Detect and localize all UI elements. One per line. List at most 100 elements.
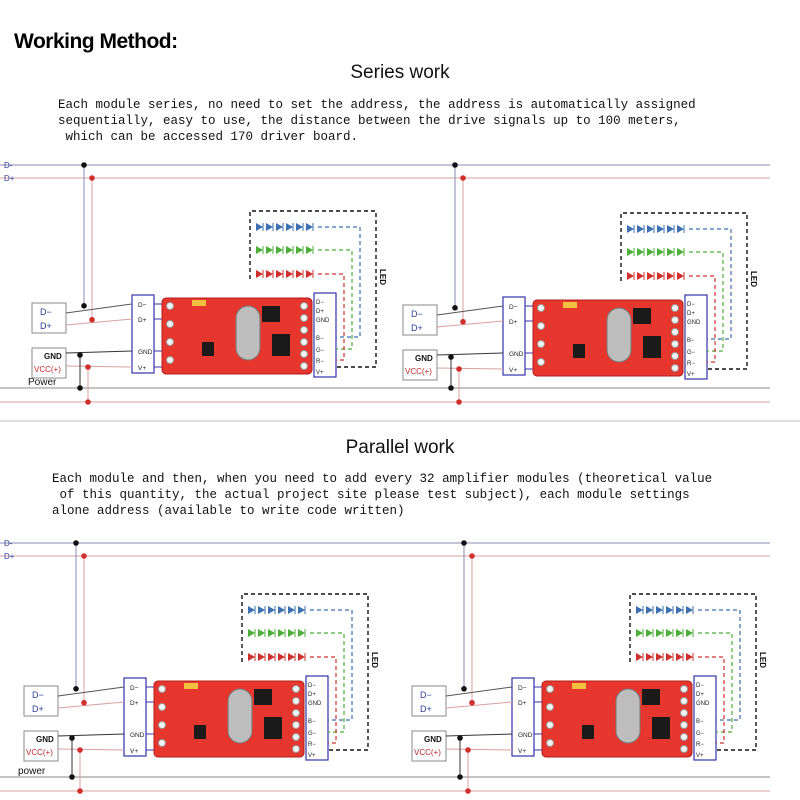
led-red-5	[306, 270, 313, 278]
output-pin-bottom-label-2: R−	[316, 359, 324, 365]
pcb-right-pad-3	[292, 721, 300, 729]
pcb-led-indicator	[184, 683, 198, 689]
input-terminal-box	[411, 685, 447, 717]
pcb-left-pad-3	[546, 739, 554, 747]
bus-label-dminus: D-	[4, 161, 13, 170]
input-terminal-box	[31, 302, 67, 334]
input-box-label-dplus: D+	[411, 323, 423, 333]
led-green-5	[686, 629, 693, 637]
pcb-left-pad-2	[546, 721, 554, 729]
power-box-label-gnd: GND	[415, 354, 433, 363]
output-pin-bottom-label-3: V+	[316, 370, 324, 376]
vcc-junction-bottom-1	[456, 399, 462, 405]
led-green-3	[657, 248, 664, 256]
led-strip-outline	[629, 593, 757, 751]
pcb-right-pad-2	[680, 709, 688, 717]
led-red-0	[248, 653, 255, 661]
pcb-left-pad-3	[158, 739, 166, 747]
led-red-1	[266, 270, 273, 278]
pcb-left-pad-0	[158, 685, 166, 693]
pcb-led-indicator	[572, 683, 586, 689]
led-red-2	[647, 272, 654, 280]
pcb-right-pad-4	[671, 352, 679, 360]
pcb-left-pad-0	[546, 685, 554, 693]
output-pin-top-label-2: GND	[687, 320, 701, 326]
bus-junction-dplus-0	[89, 175, 95, 181]
led-blue-3	[286, 223, 293, 231]
led-label: LED	[749, 271, 758, 287]
led-green-4	[296, 246, 303, 254]
led-green-3	[666, 629, 673, 637]
pcb-left-pad-0	[537, 304, 545, 312]
led-label: LED	[370, 652, 379, 668]
output-pin-strip	[693, 675, 717, 761]
led-green-2	[656, 629, 663, 637]
led-blue-1	[646, 606, 653, 614]
led-blue-0	[627, 225, 634, 233]
led-strip-outline	[620, 212, 748, 370]
led-green-1	[258, 629, 265, 637]
output-pin-strip	[684, 294, 708, 380]
led-blue-2	[268, 606, 275, 614]
output-pin-bottom-label-1: G−	[687, 350, 696, 356]
input-junction-dplus-1	[469, 699, 475, 706]
pcb-right-pad-0	[671, 304, 679, 312]
output-pin-top-label-1: D+	[308, 692, 316, 698]
output-pin-top-label-1: D+	[687, 311, 695, 317]
output-pin-bottom-label-1: G−	[308, 731, 317, 737]
vcc-junction-bottom-0	[77, 788, 83, 794]
input-pin-label-2: GND	[518, 732, 533, 739]
output-pin-bottom-label-0: B−	[308, 719, 316, 725]
led-green-1	[646, 629, 653, 637]
pcb-right-pad-1	[671, 316, 679, 324]
led-blue-2	[647, 225, 654, 233]
led-red-0	[627, 272, 634, 280]
led-strip-outline	[249, 210, 377, 368]
input-pin-label-3: V+	[509, 367, 517, 374]
ic-chip-3	[194, 725, 206, 739]
parallel-section-title: Parallel work	[345, 437, 455, 458]
pcb-right-pad-3	[680, 721, 688, 729]
led-red-2	[656, 653, 663, 661]
input-pin-label-2: GND	[138, 349, 153, 356]
power-box-label-gnd: GND	[44, 352, 62, 361]
power-box-label-gnd: GND	[36, 735, 54, 744]
gnd-junction-top-1	[448, 354, 454, 360]
gnd-junction-top-0	[77, 352, 83, 358]
power-terminal-box	[402, 349, 438, 381]
led-blue-wire	[689, 228, 732, 340]
input-pin-label-1: D+	[509, 319, 518, 326]
input-pin-label-0: D−	[130, 685, 139, 692]
input-wire-dplus-0	[57, 701, 125, 709]
gnd-junction-bottom-1	[457, 774, 463, 780]
ic-chip-3	[202, 342, 214, 356]
crystal-oscillator	[606, 307, 632, 363]
input-wire-dminus-0	[57, 686, 125, 697]
output-pin-top-label-1: D+	[696, 692, 704, 698]
led-green-4	[667, 248, 674, 256]
led-blue-1	[266, 223, 273, 231]
ic-chip-1	[262, 306, 280, 322]
led-red-5	[298, 653, 305, 661]
bus-junction-dplus-1	[469, 553, 475, 559]
power-label: Power	[28, 377, 57, 388]
output-pin-strip	[313, 292, 337, 378]
power-box-label-vcc: VCC(+)	[34, 365, 61, 374]
pcb-right-pad-5	[671, 364, 679, 372]
crystal-oscillator	[227, 688, 253, 744]
ic-chip-1	[642, 689, 660, 705]
led-red-4	[676, 653, 683, 661]
input-junction-dminus-1	[452, 305, 458, 311]
led-label: LED	[758, 652, 767, 668]
output-pin-top-label-2: GND	[696, 701, 710, 707]
input-pin-strip	[511, 677, 535, 757]
led-blue-0	[636, 606, 643, 614]
ic-chip-1	[633, 308, 651, 324]
page-heading: Working Method:	[14, 30, 178, 53]
ic-chip-3	[573, 344, 585, 358]
pcb-right-pad-0	[292, 685, 300, 693]
input-junction-dminus-0	[73, 686, 79, 692]
led-red-0	[256, 270, 263, 278]
power-label: power	[18, 766, 46, 777]
